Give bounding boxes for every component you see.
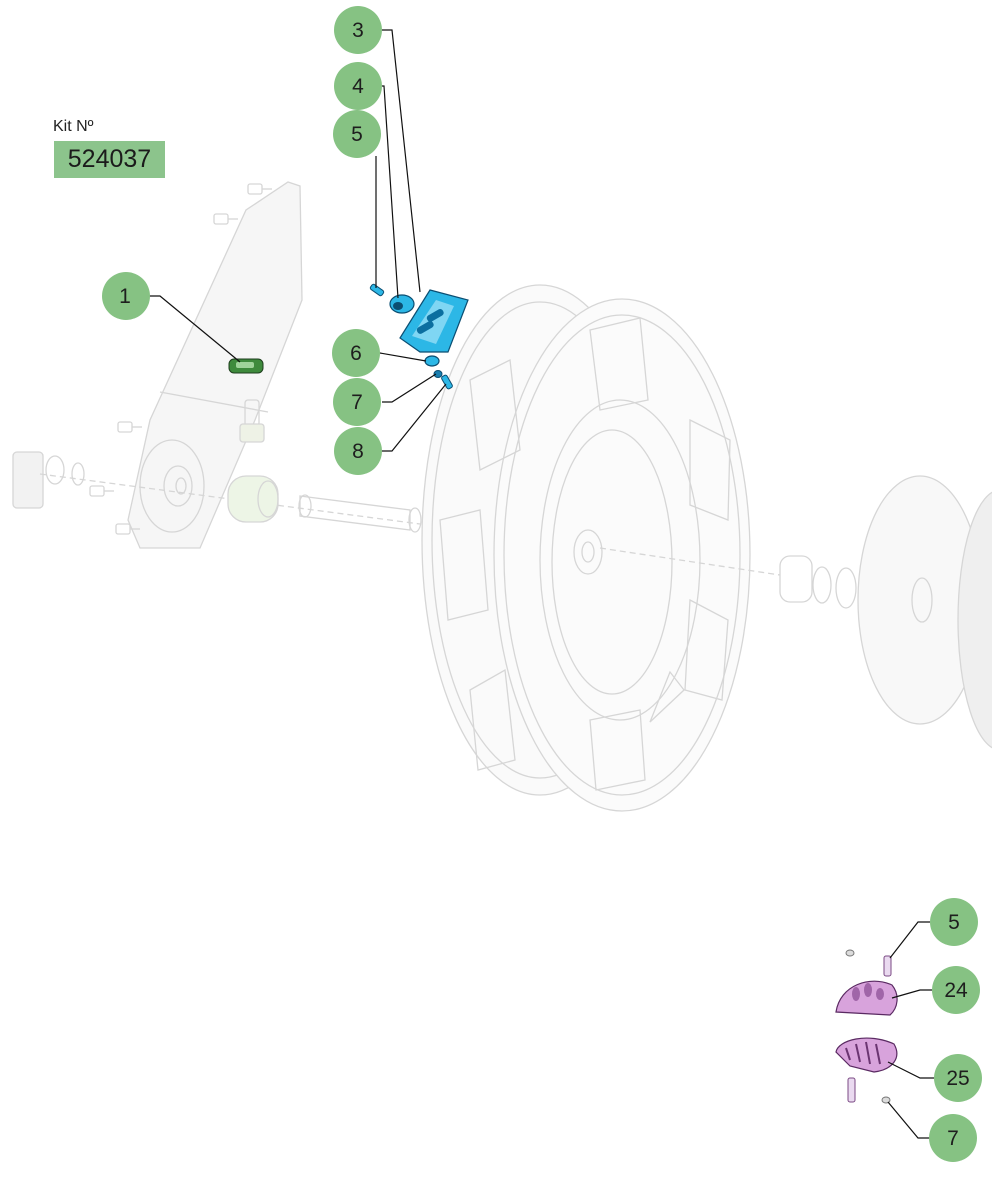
callout-5b: 5 — [930, 898, 978, 946]
callout-8: 8 — [334, 427, 382, 475]
callout-4-label: 4 — [352, 75, 364, 98]
callout-25: 25 — [934, 1054, 982, 1102]
callout-3-label: 3 — [352, 19, 364, 42]
leader-3 — [382, 29, 421, 293]
callout-1: 1 — [102, 272, 150, 320]
part-blue-bushing — [389, 294, 415, 314]
callout-5a-label: 5 — [351, 123, 363, 146]
part-pink-screw-bottom — [847, 1077, 856, 1103]
callout-5a: 5 — [333, 110, 381, 158]
kit-number: 524037 — [67, 145, 152, 173]
ghost-bearing — [779, 555, 813, 603]
ghost-bushing — [227, 475, 279, 523]
kit-label: Kit Nº — [53, 118, 94, 135]
part-pink-guide-bottom — [835, 1037, 898, 1073]
callout-24: 24 — [932, 966, 980, 1014]
ghost-arrow — [649, 670, 685, 723]
callout-7a-label: 7 — [351, 391, 363, 414]
kit-number-badge: 524037 — [54, 141, 165, 178]
part-screw — [441, 374, 453, 390]
callout-4: 4 — [334, 62, 382, 110]
callout-3: 3 — [334, 6, 382, 54]
part-washer — [424, 355, 440, 367]
part-hose-clamp — [228, 358, 264, 374]
leader-24 — [891, 989, 932, 999]
ghost-drum-core — [539, 399, 701, 721]
ghost-hub — [139, 439, 205, 533]
part-pink-guide-top — [835, 980, 898, 1016]
callouts: 3 4 5 1 6 7 8 — [102, 6, 982, 1162]
leader-4 — [382, 85, 399, 299]
callout-24-label: 24 — [944, 979, 968, 1002]
callout-7b: 7 — [929, 1114, 977, 1162]
part-pink-screw-top — [883, 955, 892, 977]
part-nut — [433, 370, 443, 378]
callout-7b-label: 7 — [947, 1127, 959, 1150]
part-blue-bracket — [399, 289, 469, 353]
part-blue-screw-small — [369, 283, 385, 297]
leader-6 — [379, 352, 427, 362]
callout-8-label: 8 — [352, 440, 364, 463]
callout-25-label: 25 — [946, 1067, 969, 1090]
callout-1-label: 1 — [119, 285, 131, 308]
ghost-inlet — [12, 451, 44, 509]
leader-25 — [887, 1061, 934, 1079]
part-pink-nut-left — [845, 949, 855, 957]
ghost-frame-plate — [127, 181, 303, 549]
ghost-shaft — [299, 495, 411, 531]
ghost-drum-front-flange — [493, 298, 751, 812]
callout-6-label: 6 — [350, 342, 362, 365]
leader-7b — [887, 1101, 930, 1139]
leader-lines — [148, 29, 934, 1139]
leader-1 — [148, 295, 241, 363]
callout-6: 6 — [332, 329, 380, 377]
leader-7a — [382, 373, 437, 403]
callout-7a: 7 — [333, 378, 381, 426]
ghost-assembly — [12, 181, 992, 812]
part-pink-nut-right — [881, 1096, 891, 1104]
ghost-frame-edge — [159, 391, 269, 413]
leader-5b — [889, 921, 930, 959]
ghost-bolts — [89, 183, 272, 535]
callout-5b-label: 5 — [948, 911, 960, 934]
leader-8 — [382, 383, 447, 452]
